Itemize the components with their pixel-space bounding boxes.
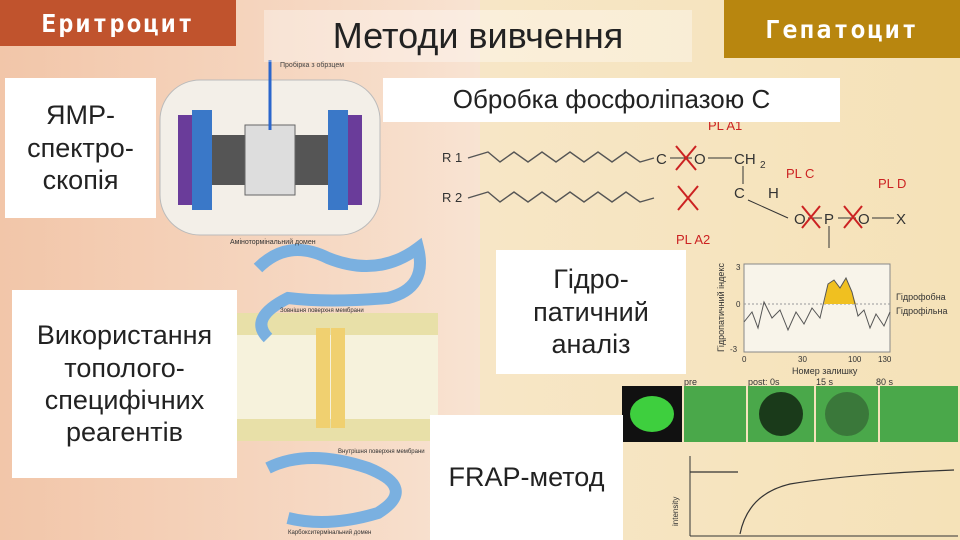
hydropathy-ytick-3: 3 <box>736 263 741 272</box>
frap-ylabel: intensity <box>671 497 680 526</box>
subscript-1: 2 <box>760 160 766 171</box>
atom-o2: O <box>794 211 806 228</box>
frap-panel: pre post: 0s 15 s 80 s intensity <box>622 377 958 537</box>
enzyme-plc: PL C <box>786 166 814 181</box>
page-title: Методи вивчення <box>264 10 692 62</box>
hydropathy-ytick-0: 0 <box>736 300 741 309</box>
method-topology: Використання тополого-специфічних реаген… <box>12 290 237 478</box>
frap-time-pre: pre <box>684 377 697 387</box>
atom-p: P <box>824 211 834 228</box>
membrane-topology-diagram: Аміноторм­інальний домен Зовнішня поверх… <box>228 237 438 536</box>
chain-r1: R 1 <box>442 150 462 165</box>
method-hydropathy: Гідро-патичний аналіз <box>496 250 686 374</box>
membrane-label-bottom: Карбокси­термінальний домен <box>288 529 371 536</box>
phospholipid-diagram: R 1 R 2 C O CH 2 C H O P O X PL A1 PL A2… <box>442 118 906 248</box>
membrane-label-outer: Зовнішня поверхня мембрани <box>280 308 364 314</box>
hydropathy-plot: Гідропатичний індекс 3 0 -3 0 30 100 130… <box>716 263 947 376</box>
atom-o3: O <box>858 211 870 228</box>
legend-hydrophobic: Гідрофобна <box>896 292 946 302</box>
hepatocyte-tag: Гепатоцит <box>724 0 960 58</box>
method-phospholipase: Обробка фосфоліпазою С <box>383 78 840 122</box>
hydropathy-xtick-0: 0 <box>742 355 747 364</box>
frap-time-15s: 15 s <box>816 377 834 387</box>
nmr-top-label: Пробірка з обрзцем <box>280 61 344 69</box>
hydropathy-ytick-neg3: -3 <box>730 345 738 354</box>
hydropathy-xtick-30: 30 <box>798 355 807 364</box>
enzyme-pla2: PL A2 <box>676 232 710 247</box>
membrane-label-top: Аміноторм­інальний домен <box>230 238 316 246</box>
method-frap: FRAP-метод <box>430 415 623 540</box>
frap-time-80s: 80 s <box>876 377 894 387</box>
scissors-icon <box>675 145 863 229</box>
hydropathy-xlabel: Номер залишку <box>792 366 858 376</box>
membrane-label-inner: Внутрішня поверхня мембрани <box>338 449 425 455</box>
atom-ch: CH <box>734 151 756 168</box>
atom-h: H <box>768 185 779 202</box>
atom-x: X <box>896 211 906 228</box>
chain-r2: R 2 <box>442 190 462 205</box>
atom-o1: O <box>694 151 706 168</box>
method-nmr: ЯМР-спектро-скопія <box>5 78 156 218</box>
hydropathy-ylabel: Гідропатичний індекс <box>716 263 726 352</box>
hydropathy-xtick-100: 100 <box>848 355 862 364</box>
legend-hydrophilic: Гідрофільна <box>896 306 947 316</box>
erythrocyte-tag: Еритроцит <box>0 0 236 46</box>
nmr-spectrometer-illustration: Пробірка з обрзцем <box>159 60 381 236</box>
hydropathy-xtick-130: 130 <box>878 355 892 364</box>
atom-c1: C <box>656 151 667 168</box>
enzyme-pld: PL D <box>878 176 906 191</box>
atom-c2: C <box>734 185 745 202</box>
frap-time-post: post: 0s <box>748 377 780 387</box>
